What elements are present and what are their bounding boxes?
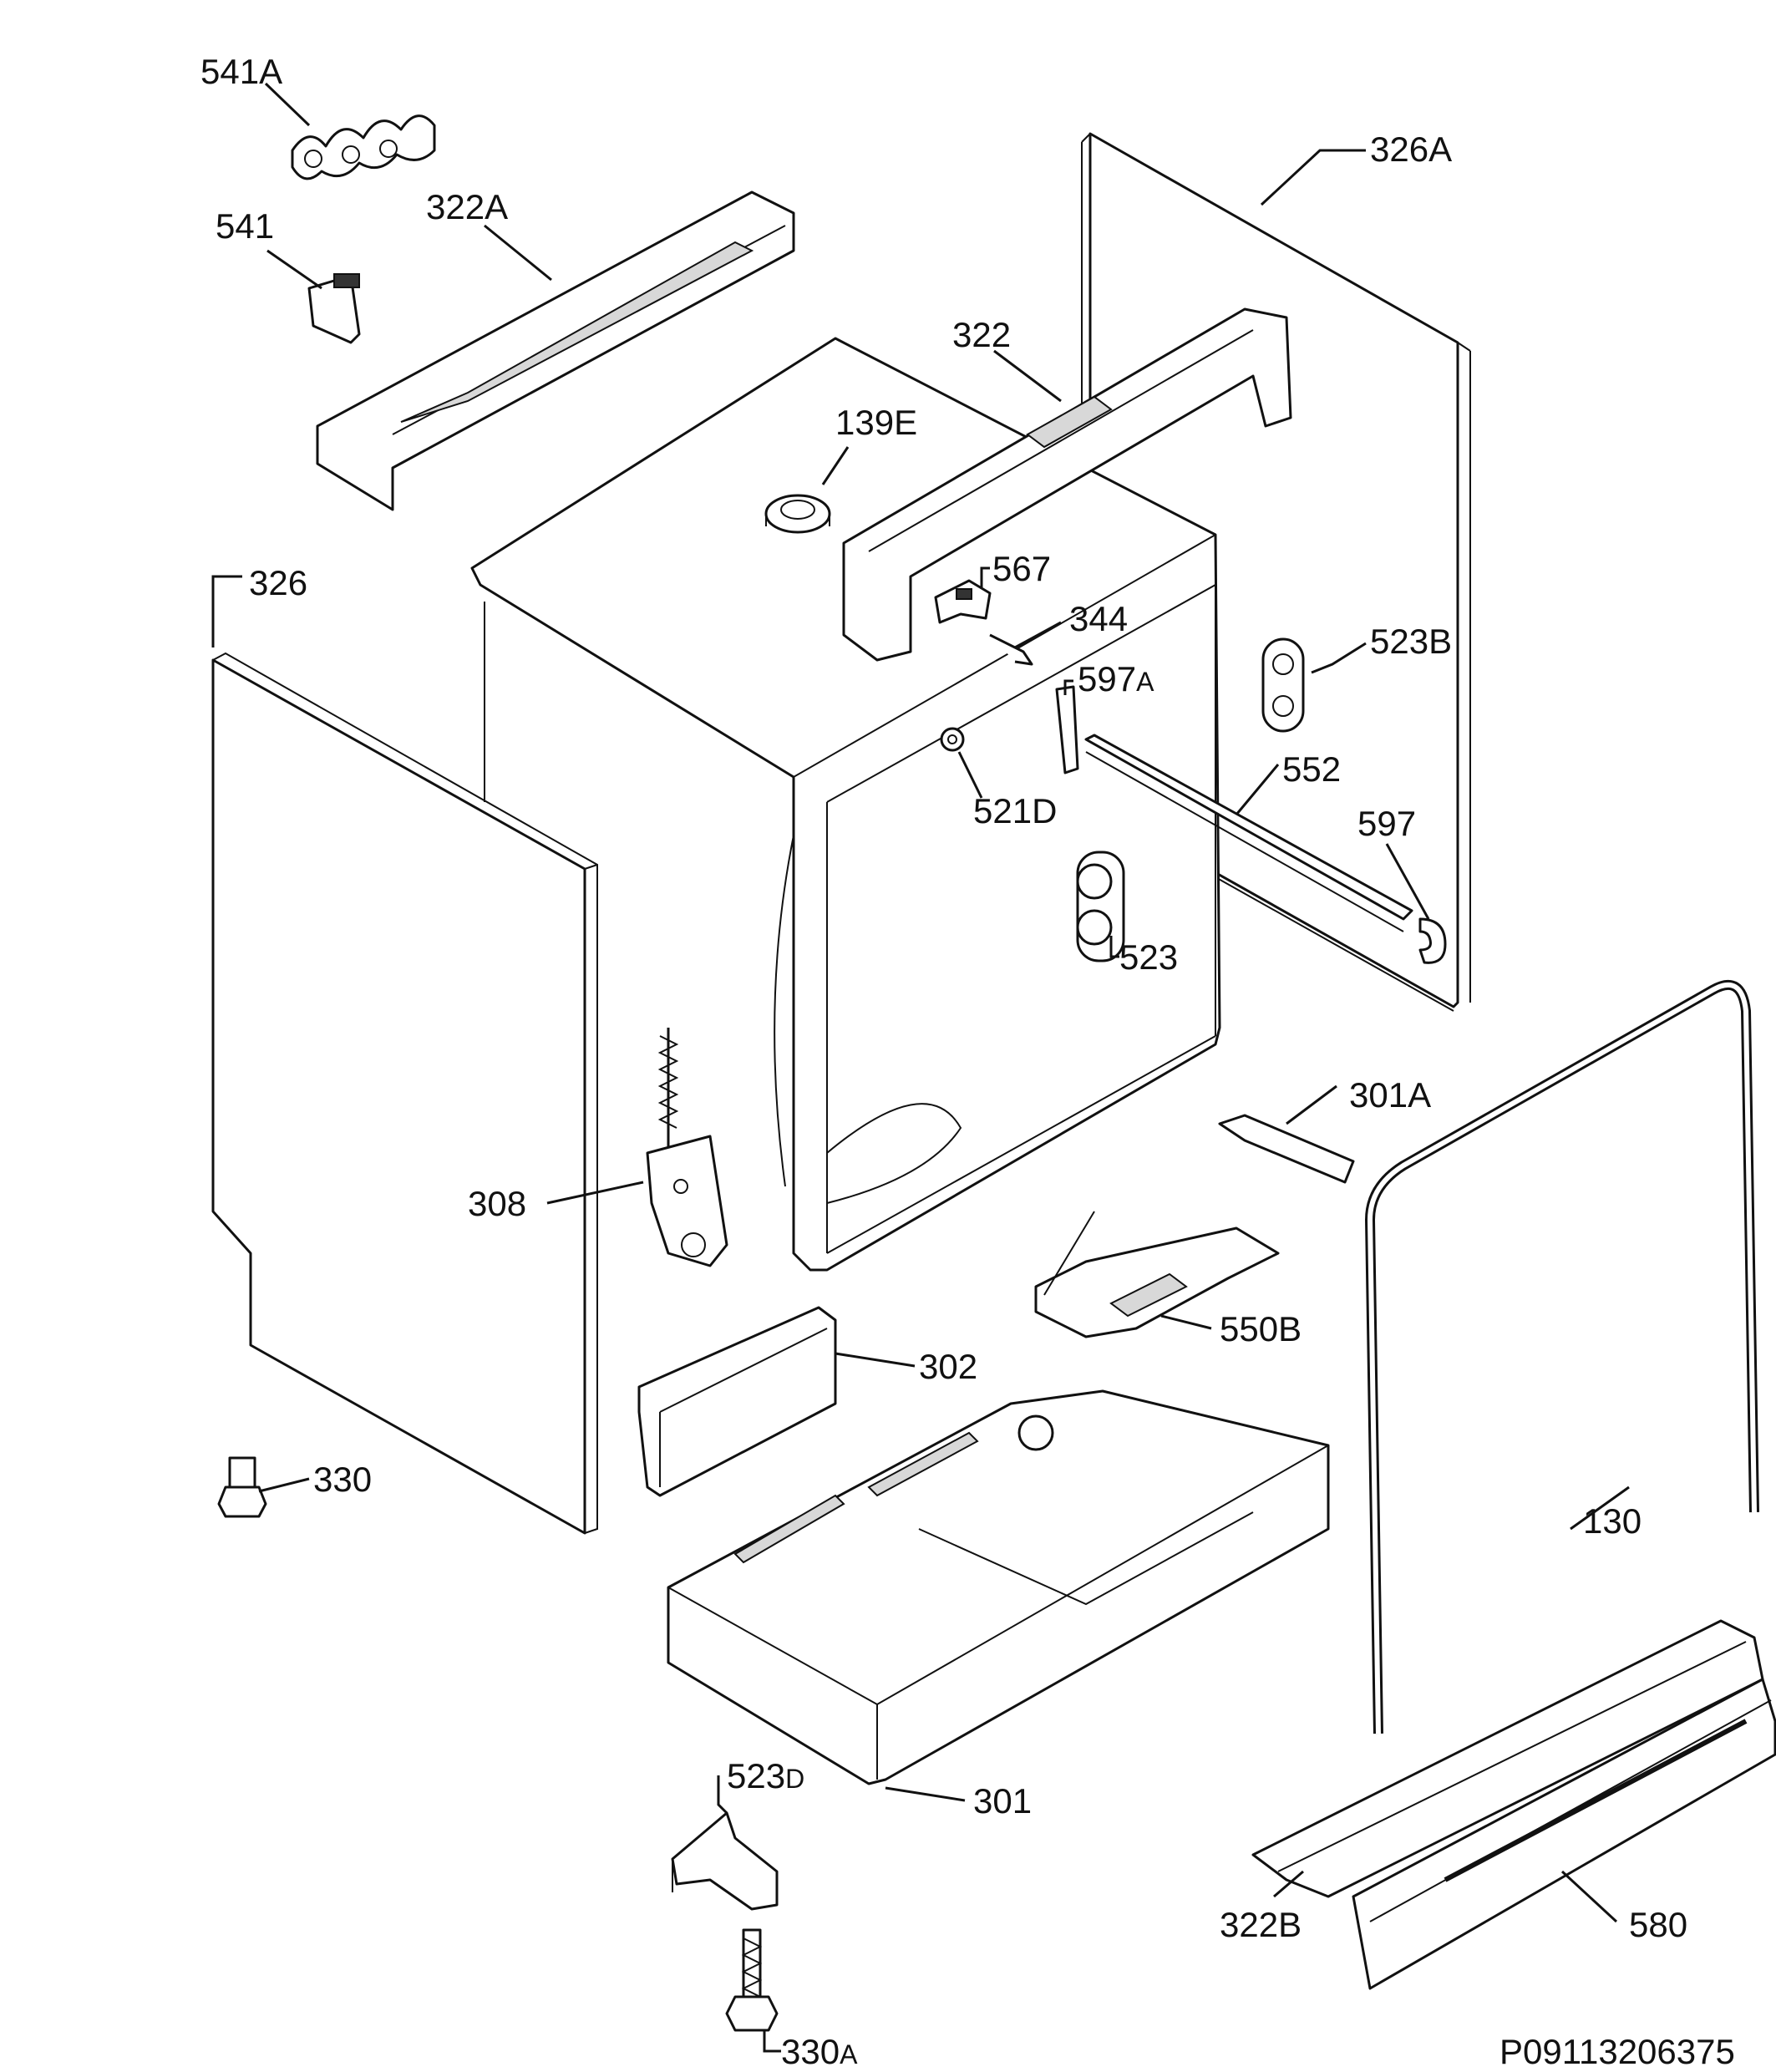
part-597A-guide[interactable] <box>1055 685 1079 774</box>
part-130-door-seal[interactable] <box>1364 979 1759 1734</box>
label-330A-suffix: A <box>840 2039 858 2069</box>
label-330A-main: 330 <box>781 2032 840 2071</box>
part-labels: 541A 541 322A 326A 322 139E 326 567 344 … <box>200 52 1735 2071</box>
label-597A: 597A <box>1078 659 1154 698</box>
label-139E: 139E <box>835 403 917 442</box>
part-552-rail[interactable] <box>1084 734 1413 932</box>
label-301A: 301A <box>1349 1075 1431 1115</box>
label-326: 326 <box>249 563 307 602</box>
label-523D-main: 523 <box>727 1756 785 1795</box>
part-302-bracket[interactable] <box>637 1306 837 1497</box>
label-550B: 550B <box>1220 1309 1302 1348</box>
label-521D: 521D <box>973 791 1057 830</box>
label-301: 301 <box>973 1781 1032 1821</box>
label-523D-suffix: D <box>785 1764 804 1794</box>
part-541A-cable-holder[interactable] <box>291 114 436 180</box>
label-322A: 322A <box>426 187 508 226</box>
part-330A-leveling-foot[interactable] <box>725 1928 779 2032</box>
label-597A-suffix: A <box>1136 667 1154 697</box>
part-322-top-frame[interactable] <box>842 307 1292 662</box>
label-541A: 541A <box>200 52 282 91</box>
part-330-foot[interactable] <box>217 1456 267 1518</box>
label-308: 308 <box>468 1184 526 1223</box>
part-523-double-grommet[interactable] <box>1076 851 1125 962</box>
part-580-kick-plate[interactable] <box>1352 1678 1776 1990</box>
label-326A: 326A <box>1370 130 1452 169</box>
part-139E-nut[interactable] <box>764 494 831 534</box>
part-523D-support[interactable] <box>671 1811 779 1911</box>
label-344: 344 <box>1069 599 1128 638</box>
label-552: 552 <box>1282 749 1341 789</box>
label-541: 541 <box>216 206 274 246</box>
part-326-side-panel[interactable] <box>211 652 598 1535</box>
part-523B-grommet[interactable] <box>1261 637 1305 733</box>
label-330A: 330A <box>781 2032 858 2071</box>
label-597A-main: 597 <box>1078 659 1136 698</box>
label-523B: 523B <box>1370 622 1452 661</box>
part-344-spring[interactable] <box>989 633 1033 666</box>
part-597-clip[interactable] <box>1418 917 1447 964</box>
label-322B: 322B <box>1220 1905 1302 1944</box>
part-567-bracket[interactable] <box>934 579 992 624</box>
label-523D: 523D <box>727 1756 804 1795</box>
part-301-base-tray[interactable] <box>667 1389 1330 1785</box>
tub-chamber <box>470 337 1221 1272</box>
part-521D-nut[interactable] <box>940 727 965 752</box>
leader-lines <box>211 82 1630 2053</box>
label-580: 580 <box>1629 1905 1687 1944</box>
label-567: 567 <box>992 549 1051 588</box>
part-322A-top-rail[interactable] <box>316 190 795 511</box>
label-302: 302 <box>919 1347 977 1386</box>
part-550B-harness[interactable] <box>1034 1211 1280 1338</box>
label-597: 597 <box>1357 804 1416 843</box>
drawing-code: P09113206375 <box>1499 2032 1735 2071</box>
label-330: 330 <box>313 1460 372 1499</box>
label-523: 523 <box>1119 937 1178 977</box>
label-130: 130 <box>1583 1501 1642 1541</box>
part-301A-handle[interactable] <box>1218 1114 1355 1184</box>
label-322: 322 <box>952 315 1011 354</box>
part-308-hinge[interactable] <box>646 1028 728 1267</box>
part-541-clip[interactable] <box>307 273 361 344</box>
